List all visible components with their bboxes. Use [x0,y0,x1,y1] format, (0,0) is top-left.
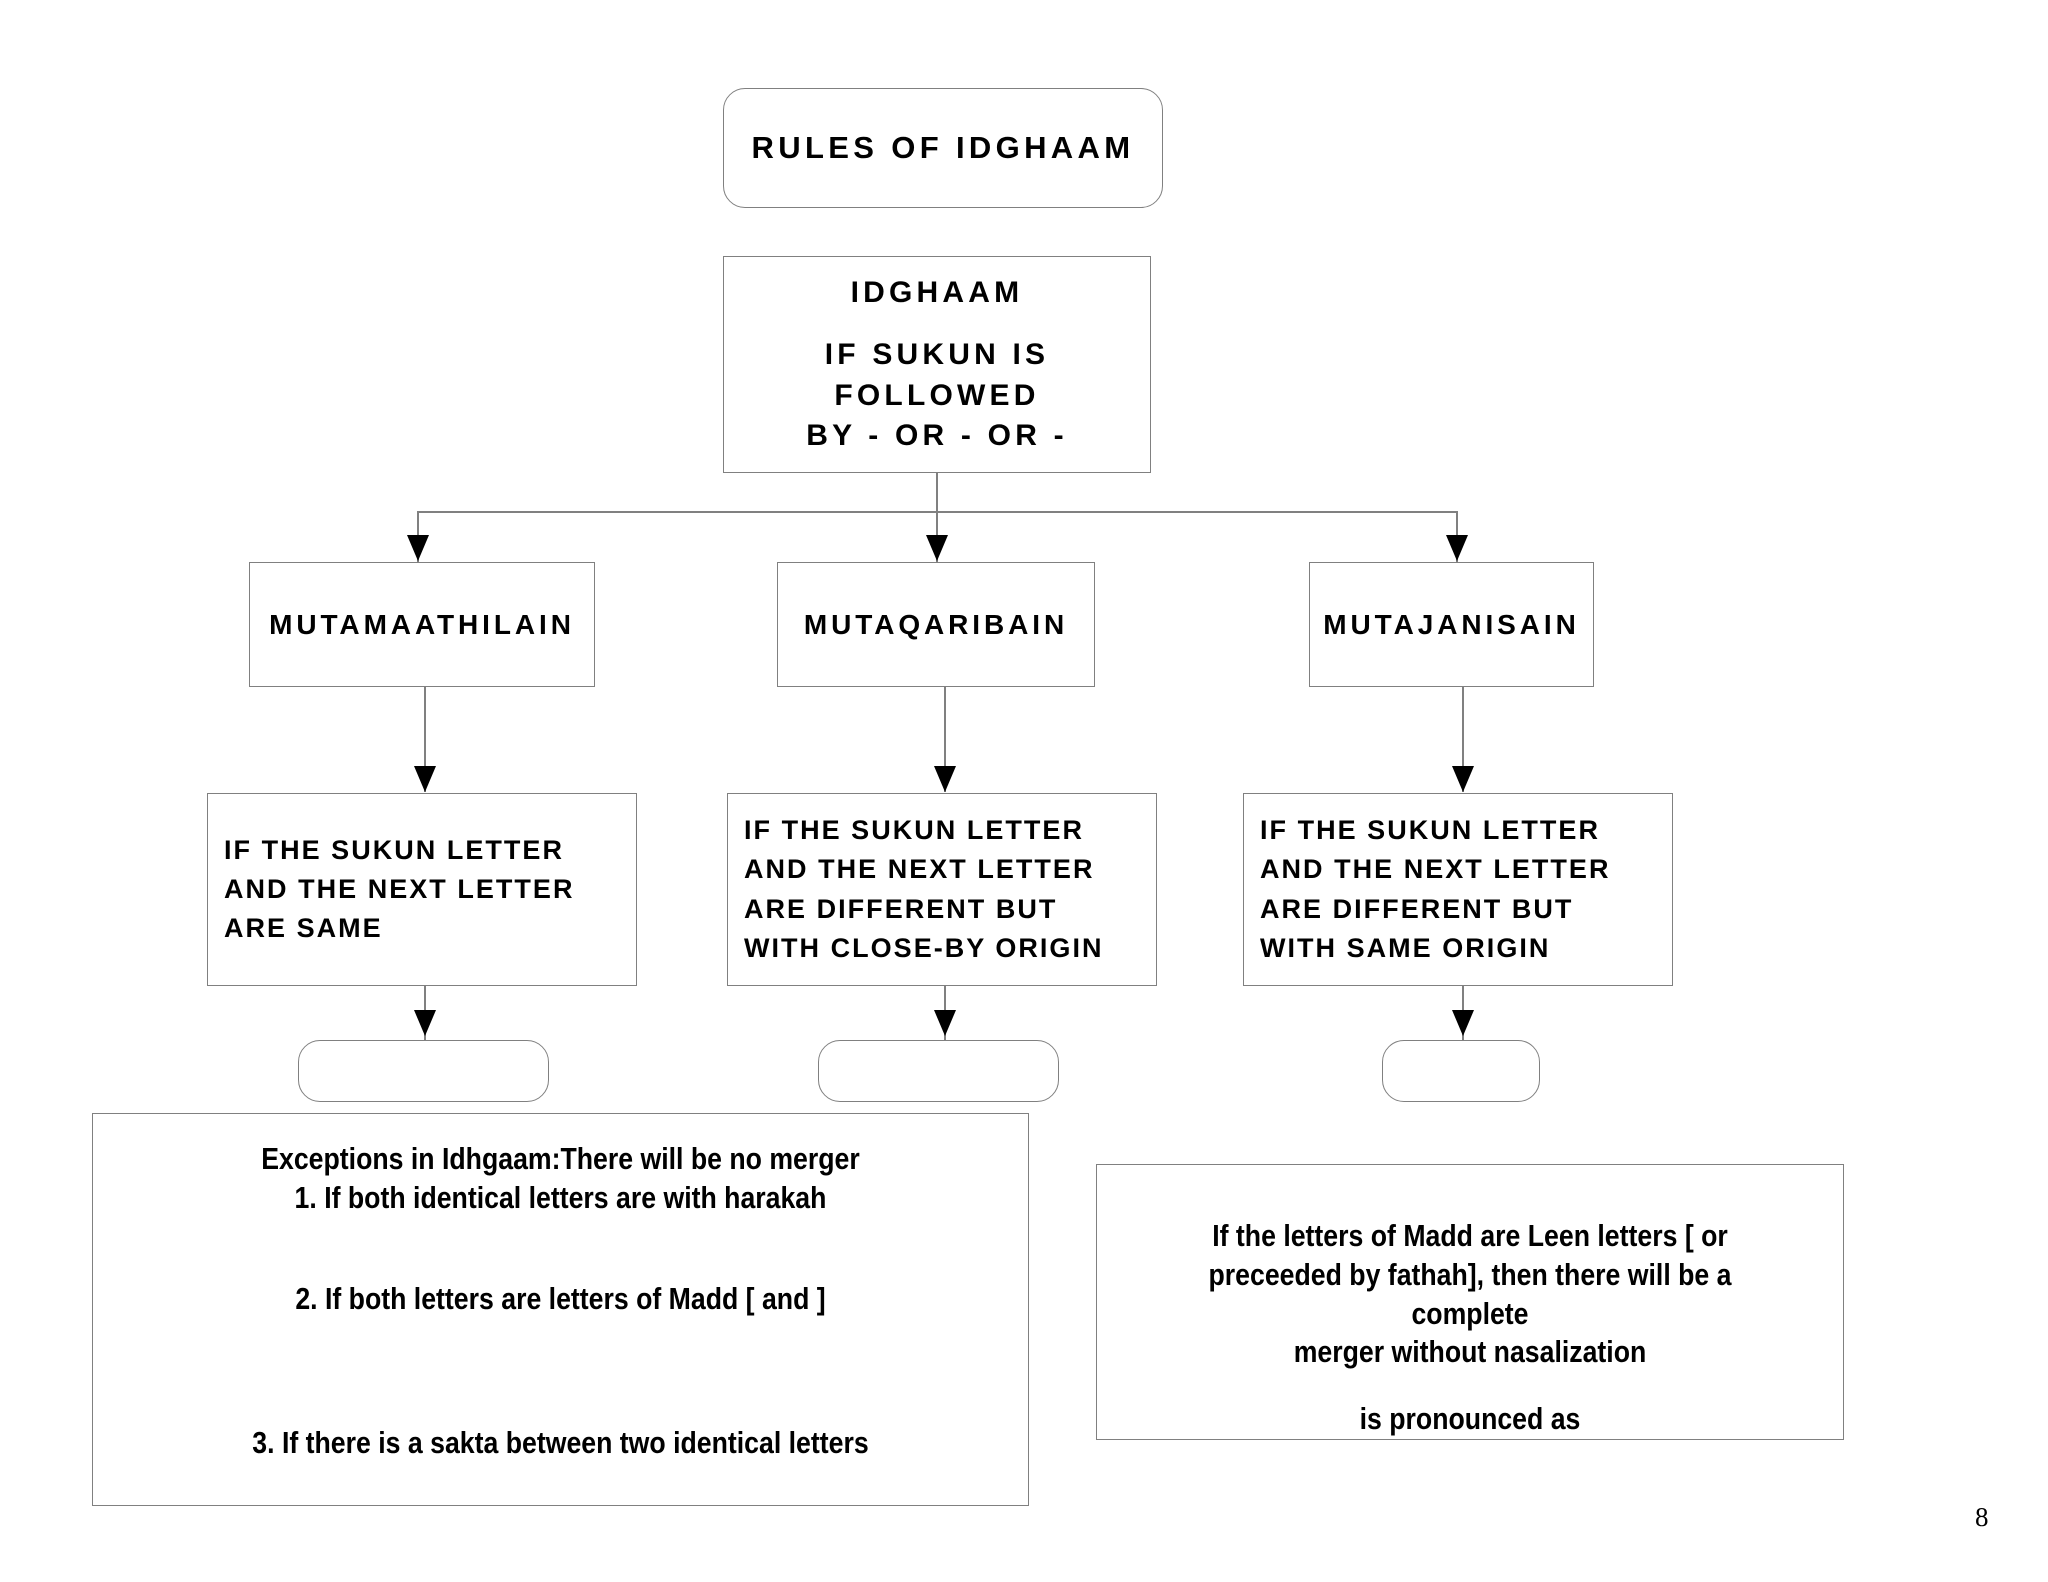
example-box-1[interactable] [298,1040,549,1102]
page-number: 8 [1975,1502,1989,1532]
exceptions-spacer-1 [93,1218,1028,1280]
description-box-3[interactable]: IF THE SUKUN LETTER AND THE NEXT LETTER … [1243,793,1673,986]
arrowhead-to-description-2 [934,766,956,792]
definition-box[interactable]: IDGHAAM IF SUKUN IS FOLLOWED BY - OR - O… [723,256,1151,473]
arrowhead-to-description-3 [1452,766,1474,792]
description-2-line-2: AND THE NEXT LETTER [744,854,1095,885]
arrowhead-to-category-2 [926,535,948,561]
exceptions-heading: Exceptions in Idhgaam:There will be no m… [93,1140,1028,1179]
exceptions-heading-text: Exceptions in Idhgaam:There will be no m… [261,1141,860,1176]
title-box-label: RULES OF IDGHAAM [751,130,1135,166]
leen-note-line-3: merger without nasalization [1097,1333,1843,1372]
leen-note-line-2-text: preceeded by fathah], then there will be… [1208,1256,1732,1331]
connector-cat1-to-desc1 [424,687,426,792]
exceptions-item-1-text: 1. If both identical letters are with ha… [294,1179,827,1215]
category-box-mutamaathilain[interactable]: MUTAMAATHILAIN [249,562,595,687]
category-label-2: MUTAQARIBAIN [803,608,1069,640]
category-box-mutaqaribain[interactable]: MUTAQARIBAIN [777,562,1095,687]
arrowhead-to-example-2 [934,1010,956,1036]
title-box[interactable]: RULES OF IDGHAAM [723,88,1163,208]
description-2-line-3: ARE DIFFERENT BUT [744,893,1058,924]
arrowhead-to-example-3 [1452,1010,1474,1036]
description-3-line-4: WITH SAME ORIGIN [1260,932,1551,963]
definition-heading: IDGHAAM [850,275,1024,309]
definition-line-2: BY - OR - OR - [806,419,1068,452]
definition-line-1: IF SUKUN IS FOLLOWED [824,338,1050,412]
description-2-line-4: WITH CLOSE-BY ORIGIN [744,932,1104,963]
leen-note-line-2: preceeded by fathah], then there will be… [1097,1256,1843,1334]
leen-note-line-3-text: merger without nasalization [1293,1334,1647,1370]
leen-note-line-4-text: is pronounced as [1359,1401,1581,1437]
exceptions-item-1: 1. If both identical letters are with ha… [93,1179,1028,1218]
category-label-1: MUTAMAATHILAIN [269,608,575,640]
leen-note-spacer [1097,1372,1843,1400]
description-3-line-3: ARE DIFFERENT BUT [1260,893,1574,924]
example-box-3[interactable] [1382,1040,1540,1102]
category-label-3: MUTAJANISAIN [1323,608,1580,640]
connector-horizontal-bus [417,511,1456,513]
description-1-line-1: IF THE SUKUN LETTER [224,834,564,865]
arrowhead-to-category-1 [407,535,429,561]
example-box-2[interactable] [818,1040,1059,1102]
description-3-line-1: IF THE SUKUN LETTER [1260,815,1600,846]
leen-note-box[interactable]: If the letters of Madd are Leen letters … [1096,1164,1844,1440]
description-1-line-3: ARE SAME [224,913,383,944]
description-box-1[interactable]: IF THE SUKUN LETTER AND THE NEXT LETTER … [207,793,637,986]
connector-cat2-to-desc2 [944,687,946,792]
connector-cat3-to-desc3 [1462,687,1464,792]
exceptions-spacer-2 [93,1318,1028,1380]
arrowhead-to-example-1 [414,1010,436,1036]
exceptions-item-3: 3. If there is a sakta between two ident… [93,1424,1028,1463]
description-3-line-2: AND THE NEXT LETTER [1260,854,1611,885]
category-box-mutajanisain[interactable]: MUTAJANISAIN [1309,562,1594,687]
exceptions-spacer-3 [93,1380,1028,1424]
exceptions-item-3-text: 3. If there is a sakta between two ident… [252,1425,869,1461]
leen-note-line-4: is pronounced as [1097,1400,1843,1439]
exceptions-box[interactable]: Exceptions in Idhgaam:There will be no m… [92,1113,1029,1506]
exceptions-item-2-text: 2. If both letters are letters of Madd [… [295,1280,826,1316]
description-box-2[interactable]: IF THE SUKUN LETTER AND THE NEXT LETTER … [727,793,1157,986]
arrowhead-to-description-1 [414,766,436,792]
description-1-line-2: AND THE NEXT LETTER [224,873,575,904]
leen-note-line-1: If the letters of Madd are Leen letters … [1097,1217,1843,1256]
description-2-line-1: IF THE SUKUN LETTER [744,815,1084,846]
leen-note-line-1-text: If the letters of Madd are Leen letters … [1212,1218,1728,1253]
arrowhead-to-category-3 [1446,535,1468,561]
exceptions-item-2: 2. If both letters are letters of Madd [… [93,1280,1028,1319]
